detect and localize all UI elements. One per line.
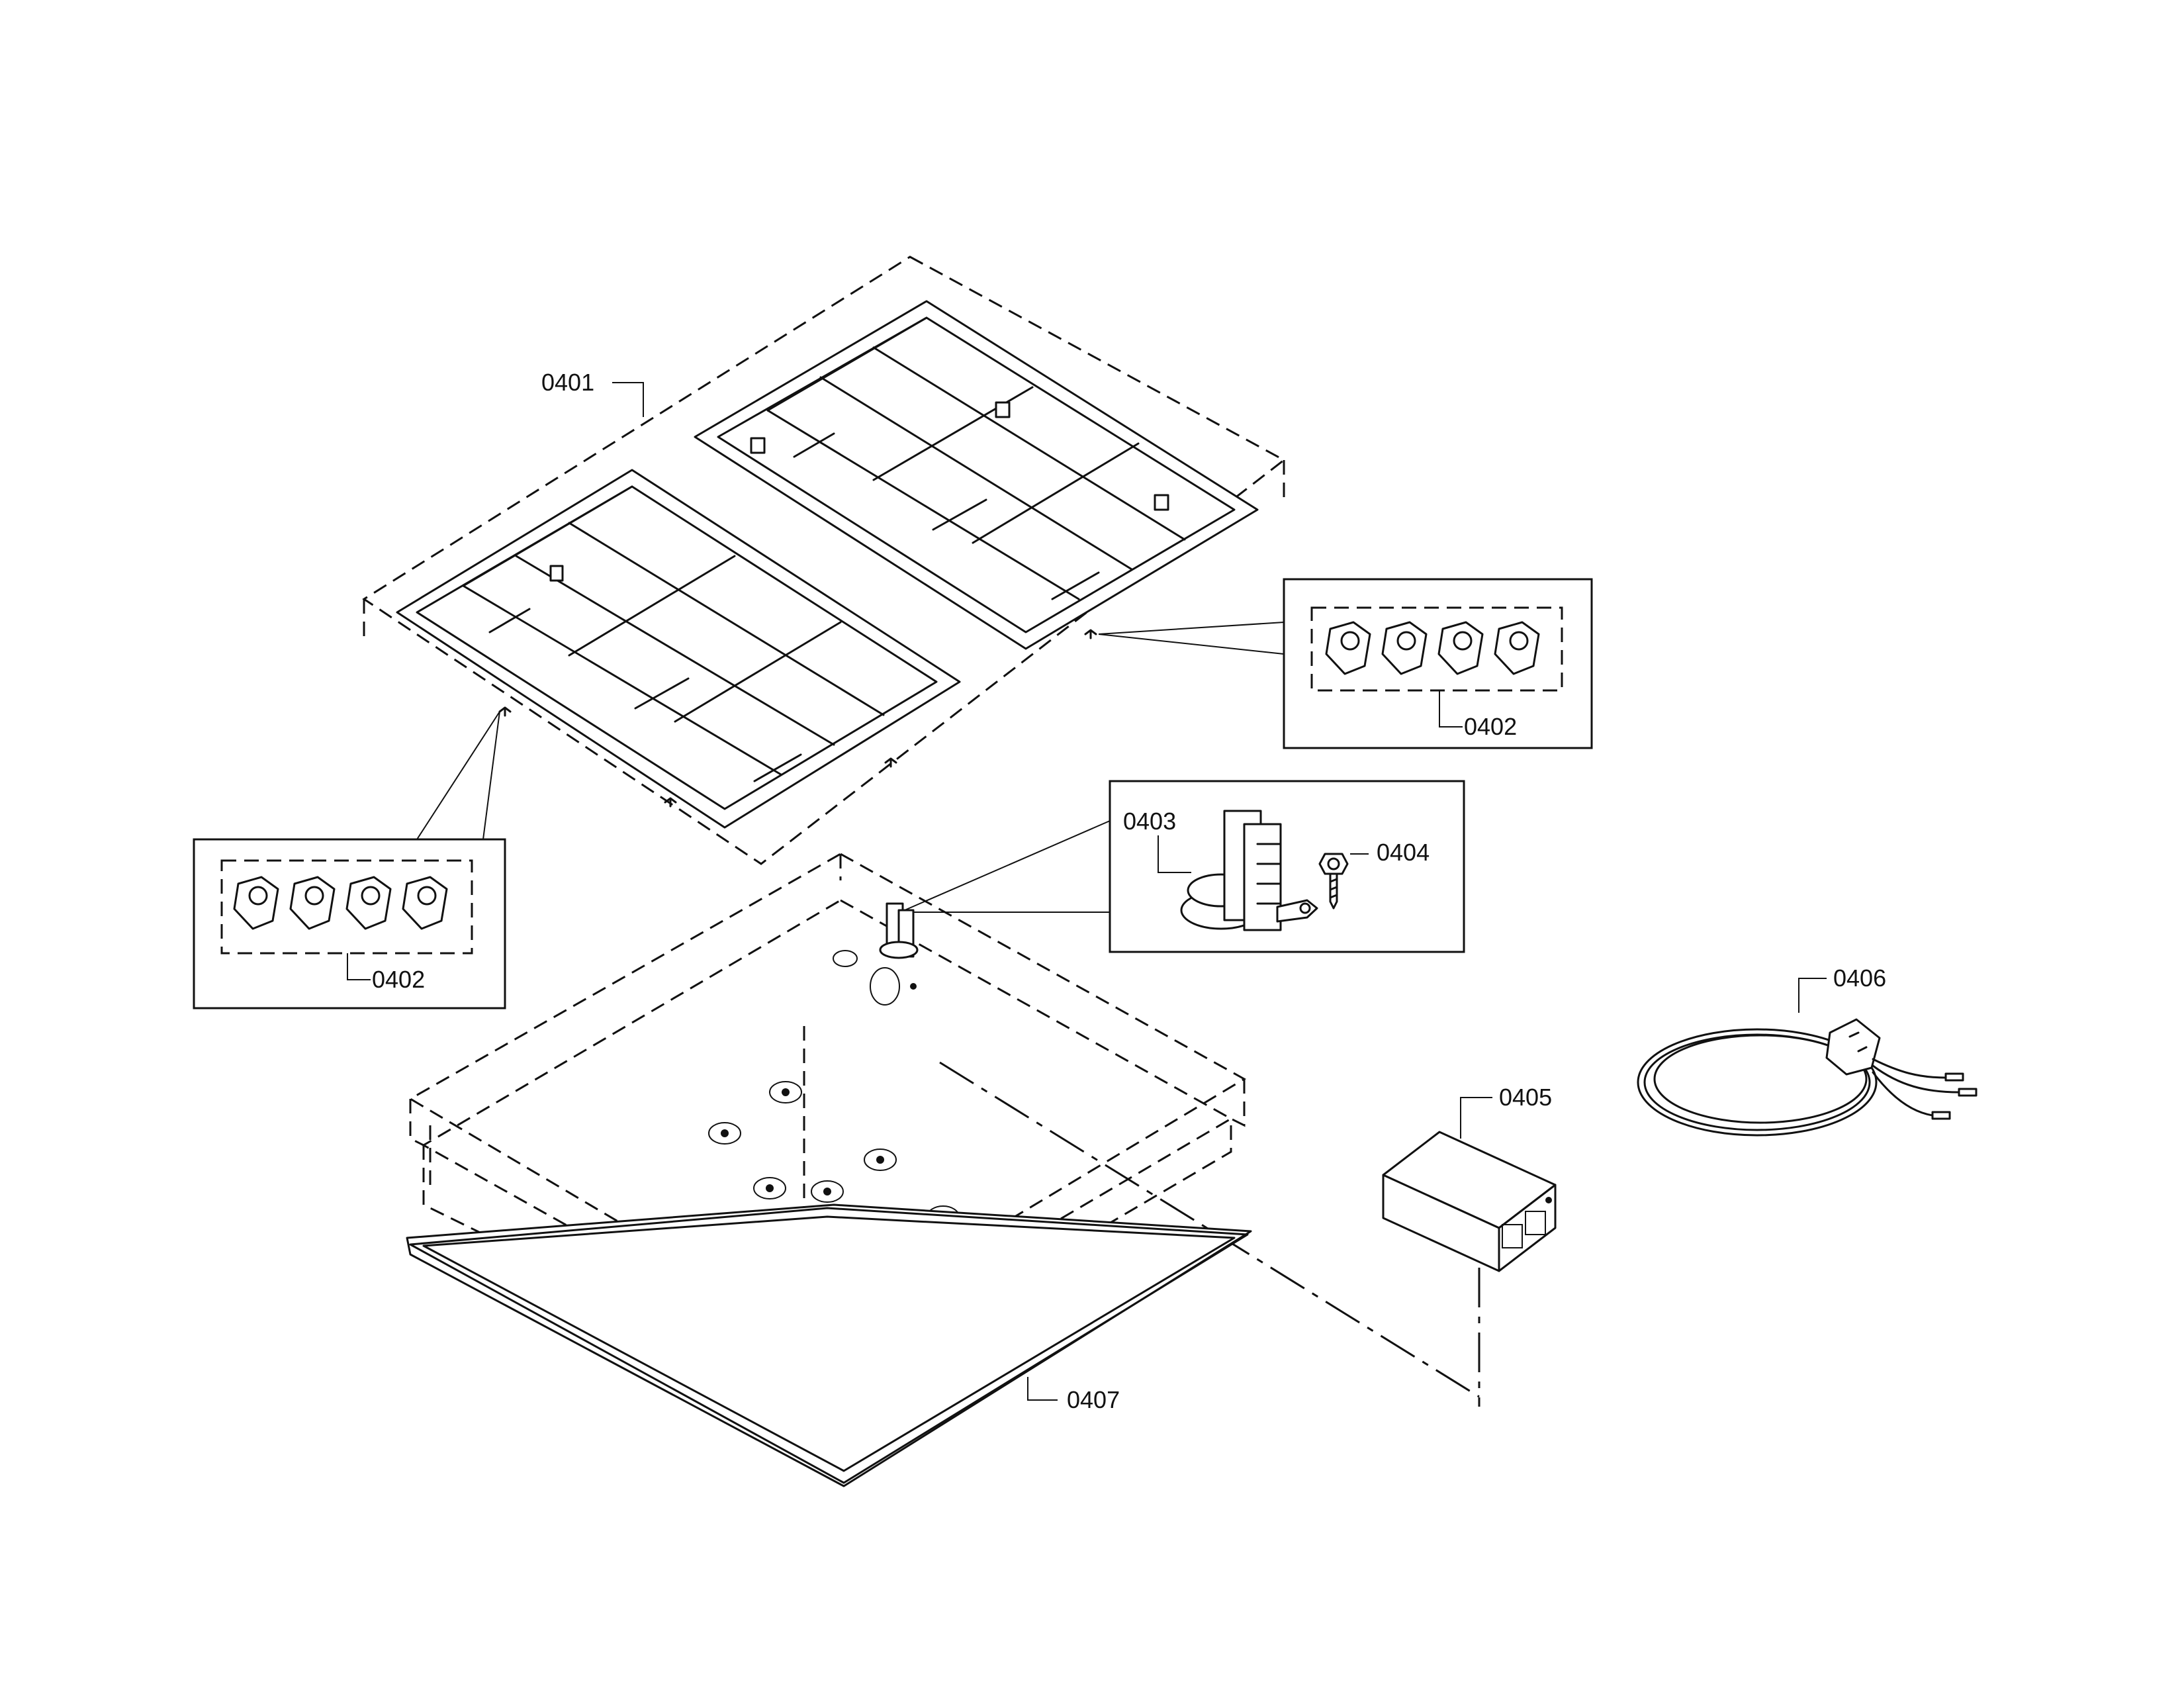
grates-assembly: 0401: [362, 256, 1286, 865]
label-0402-right: 0402: [1464, 713, 1517, 740]
rubber-foot-set-left: [233, 876, 448, 930]
power-cord: 0406: [1637, 964, 1978, 1137]
rubber-foot-set-right: [1325, 621, 1540, 675]
mounted-terminal-block: [879, 902, 919, 959]
label-0401: 0401: [541, 369, 594, 396]
burner-openings: [708, 950, 960, 1228]
label-0406: 0406: [1833, 964, 1886, 992]
gasket: 0407: [406, 1203, 1252, 1487]
grate-feet-inset-right: 0402: [1098, 578, 1593, 749]
label-0402-left: 0402: [372, 966, 425, 993]
right-grate: [694, 300, 1259, 650]
label-0405: 0405: [1499, 1084, 1552, 1111]
left-grate: [396, 469, 961, 829]
grate-feet-inset-left: 0402: [193, 711, 506, 1009]
label-0407: 0407: [1067, 1386, 1120, 1413]
label-0403: 0403: [1123, 808, 1176, 835]
terminal-block-inset: 0403 0404: [899, 780, 1465, 953]
label-0404: 0404: [1377, 839, 1430, 866]
screw-icon: [1318, 853, 1349, 910]
junction-box: 0405: [1382, 1084, 1557, 1272]
terminal-block-icon: [1180, 810, 1318, 931]
